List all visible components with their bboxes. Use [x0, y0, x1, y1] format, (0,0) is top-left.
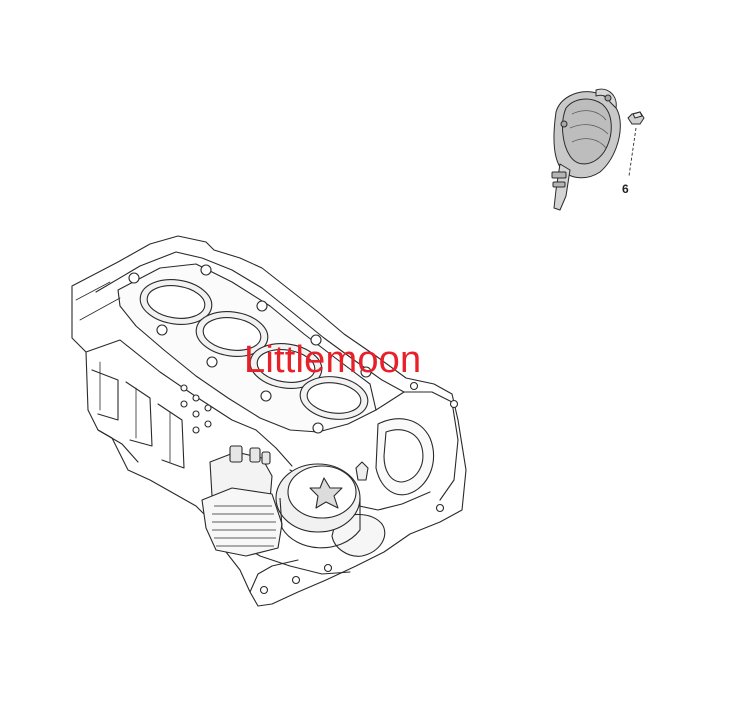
callout-leader-line: [628, 127, 637, 177]
part-callout-6: 6: [622, 182, 629, 196]
vacuum-pump-drawing: [551, 88, 621, 211]
watermark-text: Littlemoon: [244, 339, 422, 381]
oil-filter-housing-drawing: [201, 445, 369, 557]
bolt-drawing: [627, 111, 645, 125]
engine-block-drawing: [71, 235, 467, 607]
